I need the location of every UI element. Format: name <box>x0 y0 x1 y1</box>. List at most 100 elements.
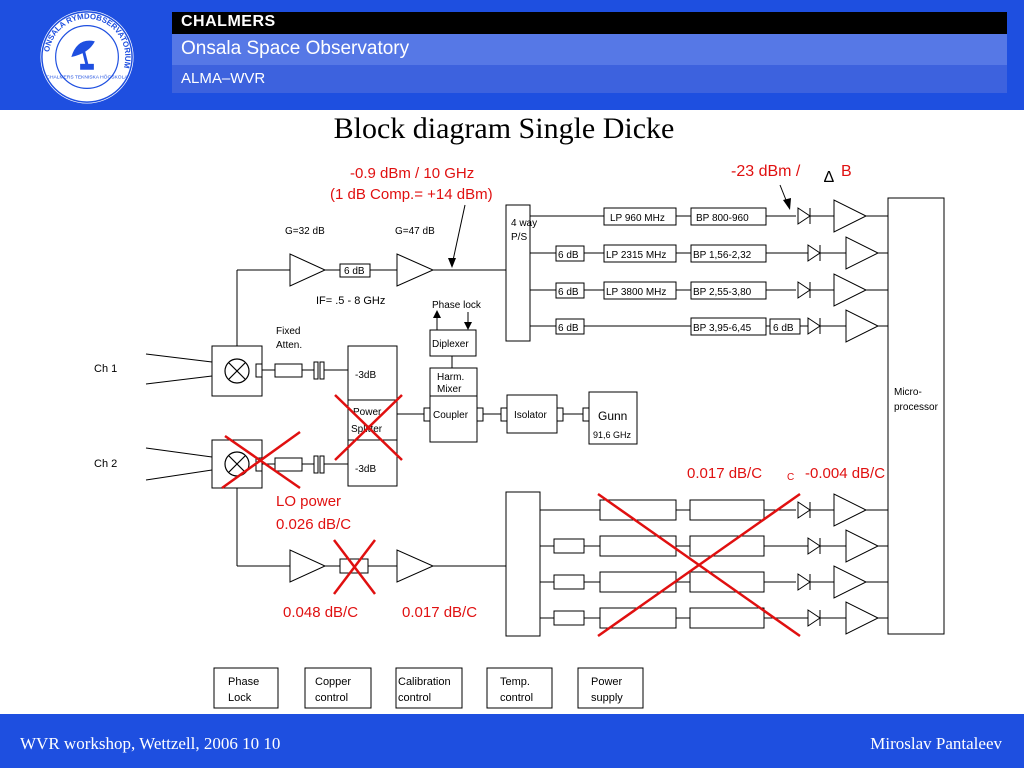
amp-4 <box>396 549 435 583</box>
diagram-label: control <box>315 692 348 704</box>
amp-t4 <box>845 309 880 343</box>
pad3-box <box>555 282 585 299</box>
footer-author: Miroslav Pantaleev <box>870 734 1002 753</box>
bp4-label: BP 3,95-6,45 <box>693 323 752 334</box>
fixed-atten-label-2: Atten. <box>276 340 302 351</box>
red-cross-atten <box>333 539 376 595</box>
power-note-1: -0.9 dBm / 10 GHz <box>350 165 474 182</box>
phase-lock-label: Phase lock <box>432 300 482 311</box>
splitter-label-2: P/S <box>511 232 527 243</box>
diagram-label: CHALMERS TEKNISKA HÖGSKOLA <box>46 74 128 81</box>
diagram-label: control <box>398 692 431 704</box>
observatory-name: Onsala Space Observatory <box>181 38 410 59</box>
power-note-2: (1 dB Comp.= +14 dBm) <box>330 186 493 203</box>
isolator-label: Isolator <box>514 410 547 421</box>
coef-detector-small-label: C <box>787 472 794 483</box>
org-name: CHALMERS <box>181 13 276 30</box>
bp2-label: BP 1,56-2,32 <box>693 250 752 261</box>
block-diagram: G=32 dB G=47 dB 6 dB IF= .5 - 8 GHz 4 wa… <box>94 163 945 709</box>
diagram-label: Lock <box>228 692 252 704</box>
splitter-bottom <box>505 491 541 637</box>
pad4-box <box>555 318 585 335</box>
amp-3 <box>289 549 327 583</box>
observatory-logo: ONSALA RYMDOBSERVATORIUM CHALMERS TEKNIS… <box>39 9 135 105</box>
gunn-freq-label: 91,6 GHz <box>593 430 632 440</box>
coef-amp2-label: 0.017 dB/C <box>402 604 477 621</box>
amp-b3 <box>833 565 868 599</box>
splitter-top <box>505 204 531 342</box>
lp3-label: LP 3800 MHz <box>606 287 666 298</box>
pad2-box <box>555 245 585 262</box>
gunn-box <box>588 391 638 445</box>
micro-label-1: Micro- <box>894 387 922 398</box>
phase-lock-box: Phase Lock <box>213 667 279 709</box>
ch2-label: Ch 2 <box>94 458 117 470</box>
mixer-ch1-icon <box>224 358 250 384</box>
footer-banner: WVR workshop, Wettzell, 2006 10 10 Miros… <box>0 714 1024 768</box>
amp1-gain-label: G=32 dB <box>285 226 325 237</box>
lp2-label: LP 2315 MHz <box>606 250 666 261</box>
fixed-atten-label-1: Fixed <box>276 326 300 337</box>
power-supply-box: Power supply <box>577 667 644 709</box>
atten-6db-label: 6 dB <box>344 266 365 277</box>
amp-b4 <box>845 601 880 635</box>
pad4b-label: 6 dB <box>773 323 794 334</box>
coef-atten-label: 0.048 dB/C <box>283 604 358 621</box>
diagram-label: Phase <box>228 676 259 688</box>
calibration-control-box: Calibration control <box>395 667 463 709</box>
lp1-box <box>603 207 677 226</box>
coupler-box <box>429 395 478 443</box>
amp-b1 <box>833 493 868 527</box>
ps-bottom-label: -3dB <box>355 464 376 475</box>
copper-control-box: Copper control <box>304 667 372 709</box>
amp-2 <box>396 253 435 287</box>
bp3-box <box>690 281 767 300</box>
pad4-label: 6 dB <box>558 323 579 334</box>
red-cross-mixer <box>221 430 301 490</box>
bp3-label: BP 2,55-3,80 <box>693 287 752 298</box>
gunn-label: Gunn <box>598 409 627 423</box>
harm-mixer-box <box>429 367 478 397</box>
amp-1 <box>289 253 327 287</box>
coef-amp-label: -0.004 dB/C <box>805 465 885 482</box>
detector-t1 <box>797 207 834 225</box>
bp4-box <box>690 317 767 336</box>
lo-power-coef-label: 0.026 dB/C <box>276 516 351 533</box>
red-cross-splitter <box>334 394 403 461</box>
detector-b4 <box>807 609 846 627</box>
amp-t3 <box>833 273 868 307</box>
diagram-label: Power <box>591 676 623 688</box>
fixed-atten-1 <box>274 363 303 378</box>
bottom-boxes: Phase Lock Copper control Calibration co… <box>213 667 644 709</box>
project-name: ALMA–WVR <box>181 70 266 87</box>
observatory-bar: Onsala Space Observatory <box>172 34 1007 65</box>
harm-mixer-label-1: Harm. <box>437 372 464 383</box>
coupler-label: Coupler <box>433 410 469 421</box>
diagram-label: Copper <box>315 676 351 688</box>
ps-top-label: -3dB <box>355 370 376 381</box>
header-banner: ONSALA RYMDOBSERVATORIUM CHALMERS TEKNIS… <box>0 0 1024 110</box>
detector-t3 <box>797 281 834 299</box>
diagram-label: control <box>500 692 533 704</box>
detector-t2 <box>807 244 846 262</box>
amp-t2 <box>845 236 880 270</box>
sens-delta-label: ∆ <box>824 169 834 186</box>
org-bar: CHALMERS <box>172 12 1007 34</box>
diplexer-label: Diplexer <box>432 339 469 350</box>
bp1-box <box>690 207 767 226</box>
fixed-atten-2 <box>274 457 303 472</box>
micro-label-2: processor <box>894 402 939 413</box>
coef-detector-label: 0.017 dB/C <box>687 465 762 482</box>
pad2-label: 6 dB <box>558 250 579 261</box>
pad3-label: 6 dB <box>558 287 579 298</box>
diagram-label: supply <box>591 692 623 704</box>
lp2-box <box>603 244 677 263</box>
diagram-label: Temp. <box>500 676 530 688</box>
harm-mixer-label-2: Mixer <box>437 384 462 395</box>
ps-label-1: Power <box>353 407 382 418</box>
footer-event: WVR workshop, Wettzell, 2006 10 10 <box>20 734 281 753</box>
lp1-label: LP 960 MHz <box>610 213 665 224</box>
sens-b-label: B <box>841 163 852 180</box>
amp-b2 <box>845 529 880 563</box>
slide-title: Block diagram Single Dicke <box>333 112 675 145</box>
